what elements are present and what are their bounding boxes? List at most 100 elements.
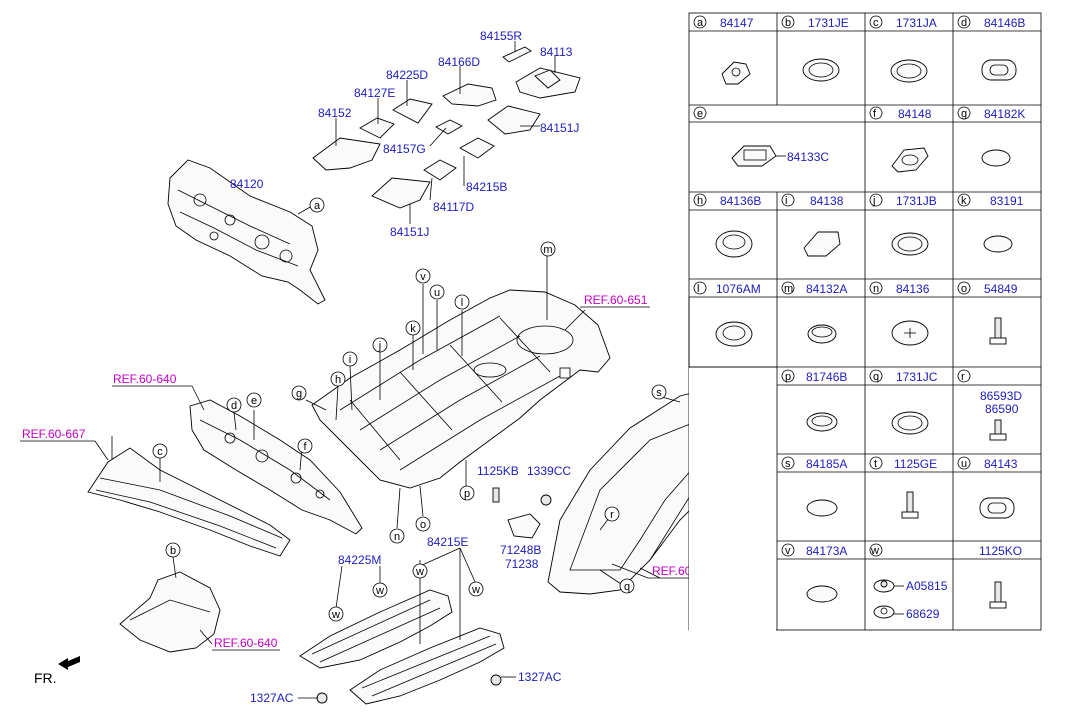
callout-m: m — [543, 244, 552, 256]
svg-text:s: s — [785, 458, 791, 470]
cell-w-part-1: A05815 — [906, 579, 948, 593]
label-84152: 84152 — [318, 106, 352, 120]
floor-leaders — [305, 256, 586, 529]
pad-84151J-top — [487, 105, 541, 135]
front-arrow-icon — [58, 656, 80, 670]
ref-60-640-top[interactable]: REF.60-640 — [113, 372, 177, 386]
svg-text:g: g — [961, 108, 967, 120]
dash-panel — [167, 159, 326, 305]
dash-panel-84120 — [167, 159, 326, 305]
svg-text:d: d — [961, 17, 967, 29]
callout-l: l — [461, 297, 463, 309]
cell-r-part-2: 86590 — [985, 402, 1019, 416]
cell-i-part: 84138 — [810, 194, 844, 208]
callout-k-circle — [405, 320, 421, 336]
cell-a: a 84147 — [693, 15, 754, 85]
floor-pan — [311, 289, 611, 489]
svg-text:j: j — [872, 195, 875, 207]
callout-f-circle — [297, 438, 313, 454]
svg-text:k: k — [961, 195, 967, 207]
label-84113: 84113 — [540, 45, 573, 59]
callout-p-circle — [459, 485, 475, 501]
svg-text:l: l — [697, 283, 699, 295]
callout-d: d — [231, 400, 237, 412]
cell-b-part: 1731JE — [808, 16, 849, 30]
cell-g-part: 84182K — [984, 107, 1025, 121]
pad-84157G — [435, 119, 463, 135]
pad-cluster — [312, 46, 581, 209]
label-84166D: 84166D — [438, 55, 480, 69]
callout-q-circle — [619, 578, 635, 594]
cell-p-part: 81746B — [806, 370, 847, 384]
ref-60-667[interactable]: REF.60-667 — [22, 427, 86, 441]
ref-60-651[interactable]: REF.60-651 — [584, 293, 648, 307]
cell-v: v 84173A — [781, 543, 847, 603]
label-84127E: 84127E — [354, 86, 395, 100]
callout-v-circle — [415, 268, 431, 284]
callout-a: a — [314, 200, 321, 212]
pad-84127E — [359, 117, 395, 139]
cell-f-part: 84148 — [898, 107, 932, 121]
svg-text:v: v — [785, 545, 791, 557]
svg-text:h: h — [697, 195, 703, 207]
pad-84155R — [502, 46, 532, 63]
label-84225M: 84225M — [338, 553, 381, 567]
cell-1125KO-part: 1125KO — [979, 544, 1022, 558]
label-84151J-top: 84151J — [540, 121, 579, 135]
cell-r-part-1: 86593D — [980, 389, 1022, 403]
ref-60-640-bottom[interactable]: REF.60-640 — [214, 636, 278, 650]
label-84117D: 84117D — [433, 200, 474, 214]
svg-text:i: i — [785, 195, 787, 207]
label-71248B: 71248B — [500, 543, 541, 557]
clip-1327AC-right — [490, 674, 502, 686]
cell-h: h 84136B — [693, 193, 761, 258]
callout-o: o — [420, 519, 426, 531]
svg-text:a: a — [697, 17, 704, 29]
callout-q: q — [624, 581, 630, 593]
cell-g: g 84182K — [957, 106, 1025, 167]
cell-j: j 1731JB — [869, 193, 937, 256]
cell-e-part: 84133C — [787, 150, 829, 164]
callout-r-circle — [604, 506, 620, 522]
callout-p: p — [464, 488, 470, 500]
bracket-group — [492, 487, 552, 539]
cowl-panel — [87, 447, 291, 557]
label-84120: 84120 — [230, 177, 264, 191]
svg-text:w: w — [870, 545, 879, 557]
cell-n: n 84136 — [869, 281, 930, 346]
svg-text:u: u — [961, 458, 967, 470]
cell-w: w A05815 68629 — [869, 543, 948, 621]
bracket-71248B — [507, 513, 541, 539]
table-cells: a 84147 b 1731JE c 1731JA d 84146B e 841… — [693, 15, 1025, 621]
svg-text:t: t — [874, 458, 877, 470]
clip-1327AC-left — [316, 692, 328, 704]
label-84215B: 84215B — [466, 180, 507, 194]
cell-b: b 1731JE — [781, 15, 849, 82]
callout-b: b — [170, 545, 176, 557]
cell-r: r 86593D 86590 — [957, 369, 1022, 441]
cell-w-part-2: 68629 — [906, 607, 940, 621]
cell-h-part: 84136B — [720, 194, 761, 208]
wheel-house-part — [119, 556, 221, 653]
svg-text:n: n — [873, 283, 879, 295]
cell-u: u 84143 — [957, 456, 1018, 519]
callout-w-circle — [372, 582, 388, 598]
cell-1125KO: 1125KO — [979, 544, 1022, 609]
callout-w-circle — [328, 606, 344, 622]
cell-l-part: 1076AM — [716, 282, 761, 296]
under-covers — [299, 547, 505, 705]
callout-d-circle — [226, 397, 242, 413]
callout-j-circle — [372, 337, 388, 353]
callout-n: n — [394, 531, 400, 543]
callout-w: w — [471, 584, 480, 596]
svg-text:b: b — [785, 17, 791, 29]
callout-c: c — [157, 446, 163, 458]
pad-84215B — [459, 137, 495, 159]
cell-c: c 1731JA — [869, 15, 937, 83]
callout-k: k — [410, 323, 416, 335]
cell-k: k 83191 — [957, 193, 1024, 253]
label-84157G: 84157G — [383, 142, 426, 156]
label-84215E: 84215E — [427, 535, 468, 549]
cell-q-part: 1731JC — [896, 370, 938, 384]
